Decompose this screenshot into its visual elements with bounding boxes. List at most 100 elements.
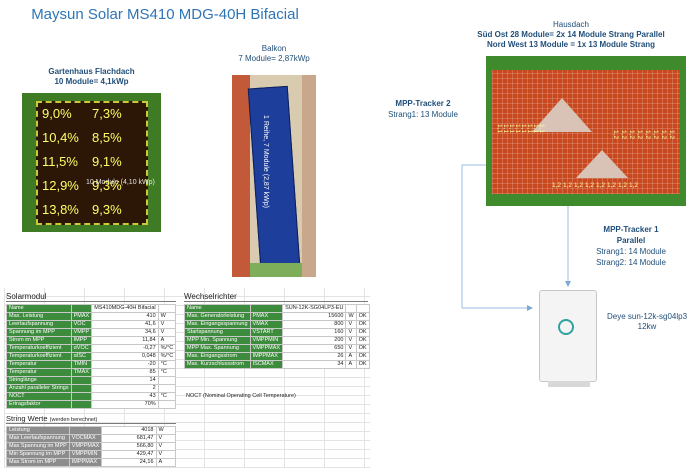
table-cell: Leerlaufspannung	[7, 321, 72, 329]
table-cell: VMAX	[250, 321, 283, 329]
table-row: Strom im MPPIMPP11,84A	[7, 337, 176, 345]
table-cell: 200	[283, 337, 346, 345]
table-row: Anzahl paralleler Strings2	[7, 385, 176, 393]
table-row: TemperaturTMAX85°C	[7, 369, 176, 377]
table-cell: Max Spannung im MPP	[7, 443, 70, 451]
table-cell: IMPPMAX	[69, 459, 102, 467]
table-cell: W	[156, 427, 176, 435]
table-cell: OK	[356, 345, 369, 353]
table-cell: °C	[158, 361, 176, 369]
table-cell: W	[346, 313, 356, 321]
table-cell	[71, 393, 92, 401]
table-cell: 41,6	[92, 321, 158, 329]
solarmodul-table: Name MS410MDG-40H BifacialMax. LeistungPM…	[6, 304, 176, 409]
table-cell: MPP Min. Spannung	[185, 337, 251, 345]
wechselrichter-header: Wechselrichter	[184, 292, 368, 302]
table-cell: 429,47	[102, 451, 156, 459]
string-2-line	[462, 165, 532, 308]
table-row: StartspannungVSTART160VOK	[185, 329, 370, 337]
table-cell: Max. Kurzschlussstrom	[185, 361, 251, 369]
inverter-label: Deye sun-12k-sg04lp3 12kw	[604, 312, 690, 332]
table-cell: VMPPMIN	[250, 337, 283, 345]
table-row: MPP Min. SpannungVMPPMIN200VOK	[185, 337, 370, 345]
table-cell: A	[158, 337, 176, 345]
table-cell	[158, 401, 176, 409]
table-cell: V	[346, 329, 356, 337]
table-cell: IMPPMAX	[250, 353, 283, 361]
table-cell: ISCMAX	[250, 361, 283, 369]
table-cell: Name	[7, 305, 72, 313]
table-cell: A	[346, 361, 356, 369]
table-cell	[158, 385, 176, 393]
table-row: TemperaturkoeffizientαVOC-0,27%/°C	[7, 345, 176, 353]
table-cell: Max. Leistung	[7, 313, 72, 321]
table-cell	[158, 305, 176, 313]
table-row: Ertragsfaktor70%	[7, 401, 176, 409]
inverter-display-icon	[558, 319, 574, 335]
table-cell: Min Spannung im MPP	[7, 451, 70, 459]
table-cell: 800	[283, 321, 346, 329]
table-cell: MS410MDG-40H Bifacial	[92, 305, 158, 313]
table-cell: Temperatur	[7, 369, 72, 377]
table-cell: 566,80	[102, 443, 156, 451]
table-cell: 160	[283, 329, 346, 337]
table-cell: °C	[158, 393, 176, 401]
table-cell: V	[156, 443, 176, 451]
table-cell: 85	[92, 369, 158, 377]
table-cell: V	[346, 337, 356, 345]
table-cell: Leistung	[7, 427, 70, 435]
table-cell: %/°C	[158, 345, 176, 353]
table-cell: 650	[283, 345, 346, 353]
inverter-image	[539, 290, 597, 382]
table-cell: OK	[356, 353, 369, 361]
table-cell	[250, 305, 283, 313]
table-row: NameSUN-12K-SG04LP3-EU	[185, 305, 370, 313]
table-cell	[69, 427, 102, 435]
table-row: MPP Max. SpannungVMPPMAX650VOK	[185, 345, 370, 353]
table-cell: IMPP	[71, 337, 92, 345]
table-cell: SUN-12K-SG04LP3-EU	[283, 305, 346, 313]
table-cell: Strom im MPP	[7, 337, 72, 345]
wechselrichter-table: NameSUN-12K-SG04LP3-EUMax. Generatorleis…	[184, 304, 370, 369]
table-cell: VMPPMAX	[250, 345, 283, 353]
table-cell: Max. Eingangsstrom	[185, 353, 251, 361]
table-cell: Temperatur	[7, 361, 72, 369]
stringwerte-title: String Werte	[6, 414, 48, 423]
table-cell: PMAX	[71, 313, 92, 321]
table-cell: 34	[283, 361, 346, 369]
wechselrichter-section: Wechselrichter NameSUN-12K-SG04LP3-EUMax…	[184, 292, 368, 369]
table-cell	[71, 305, 92, 313]
table-cell: Max Strom im MPP	[7, 459, 70, 467]
inverter-foot	[548, 381, 590, 387]
table-cell: OK	[356, 329, 369, 337]
table-cell: 43	[92, 393, 158, 401]
table-cell: 70%	[92, 401, 158, 409]
table-cell: A	[346, 353, 356, 361]
table-cell: V	[346, 345, 356, 353]
table-cell: αISC	[71, 353, 92, 361]
table-cell: -0,27	[92, 345, 158, 353]
table-cell: TMAX	[71, 369, 92, 377]
table-cell: PMAX	[250, 313, 283, 321]
table-cell: TMIN	[71, 361, 92, 369]
table-cell: VMPPMAX	[69, 443, 102, 451]
table-cell: NOCT	[7, 393, 72, 401]
table-cell	[71, 401, 92, 409]
table-cell: VMPP	[71, 329, 92, 337]
table-row: Spannung im MPPVMPP34,6V	[7, 329, 176, 337]
table-row: Leistung4018W	[7, 427, 176, 435]
table-cell: OK	[356, 321, 369, 329]
table-cell	[356, 305, 369, 313]
table-row: Name MS410MDG-40H Bifacial	[7, 305, 176, 313]
table-cell: OK	[356, 361, 369, 369]
table-cell: Anzahl paralleler Strings	[7, 385, 72, 393]
table-cell: %/°C	[158, 353, 176, 361]
table-cell: V	[156, 451, 176, 459]
